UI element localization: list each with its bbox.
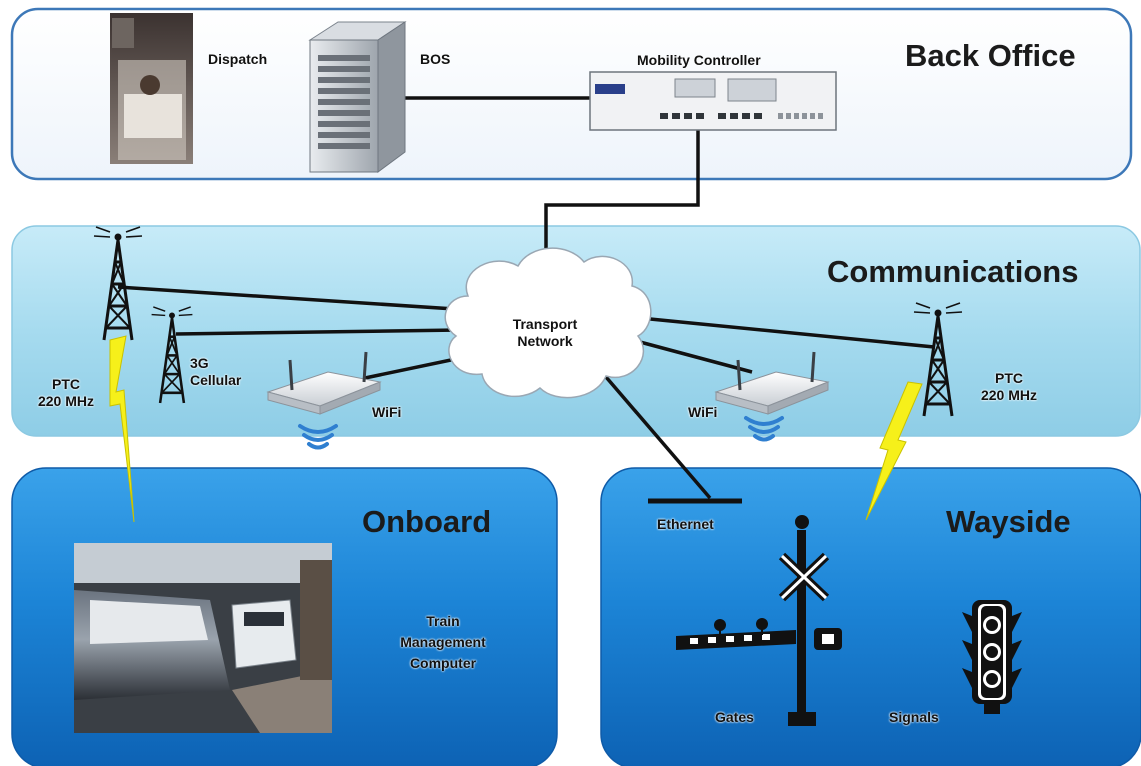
server-icon (308, 21, 407, 173)
label-signals: Signals (889, 709, 939, 725)
railroad-crossing-icon (676, 515, 842, 726)
label-gates: Gates (715, 709, 754, 725)
label-wifi-left: WiFi (372, 404, 402, 420)
back-office-panel (10, 7, 1133, 181)
label-train-management-computer: Train Management Computer (400, 613, 486, 671)
train-photo (74, 543, 332, 733)
lightning-bolt-right-icon (865, 381, 923, 521)
label-transport-network: Transport Network (512, 316, 578, 349)
label-3g-cellular: 3G Cellular (190, 355, 242, 388)
cloud-icon (444, 247, 652, 399)
label-bos: BOS (420, 51, 451, 67)
dispatch-photo (110, 13, 193, 164)
label-mobility-controller: Mobility Controller (637, 52, 761, 68)
section-title-wayside: Wayside (946, 504, 1071, 539)
section-title-communications: Communications (827, 254, 1079, 289)
section-title-onboard: Onboard (362, 504, 492, 539)
label-ethernet: Ethernet (657, 516, 714, 532)
traffic-signal-icon (962, 600, 1022, 714)
lightning-bolt-left-icon (109, 335, 135, 523)
network-links (117, 96, 935, 504)
label-ptc-right: PTC 220 MHz (980, 370, 1038, 403)
label-dispatch: Dispatch (208, 51, 268, 67)
section-title-back-office: Back Office (905, 38, 1076, 73)
label-ptc-left: PTC 220 MHz (37, 376, 95, 409)
label-wifi-right: WiFi (688, 404, 718, 420)
mobility-controller-icon (589, 71, 837, 131)
